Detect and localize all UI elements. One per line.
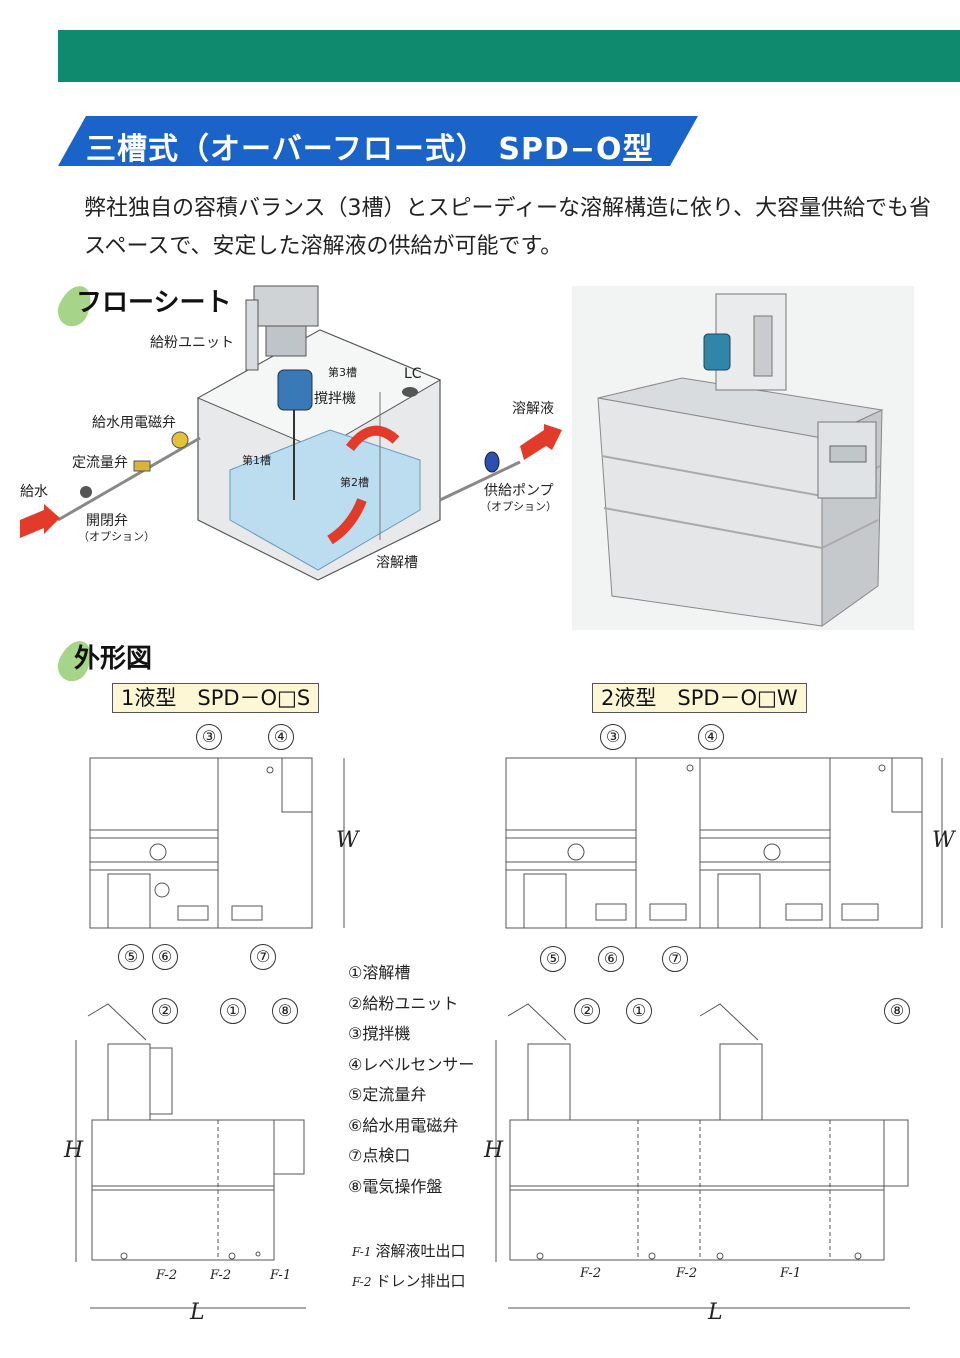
- callout-3: ③: [600, 724, 626, 750]
- label-solution: 溶解液: [512, 401, 554, 417]
- callout-4: ④: [698, 724, 724, 750]
- label-agitator: 撹拌機: [314, 391, 356, 407]
- dim-l-single: L: [190, 1300, 205, 1325]
- label-option2: （オプション）: [480, 500, 557, 513]
- callout-2: ②: [574, 998, 600, 1024]
- dim-w-single: W: [336, 828, 359, 853]
- label-dissolve-tank: 溶解槽: [376, 555, 418, 571]
- callout-5: ⑤: [118, 944, 144, 970]
- label-flow-valve: 定流量弁: [72, 455, 128, 471]
- dim-h-double: H: [484, 1138, 504, 1163]
- callout-2: ②: [152, 998, 178, 1024]
- callout-7: ⑦: [662, 946, 688, 972]
- flow-diagram: [20, 285, 562, 581]
- title-banner: 三槽式（オーバーフロー式） SPD−O型: [58, 116, 698, 167]
- model-box-single: 1液型 SPD－O□S: [112, 683, 320, 713]
- callout-4: ④: [268, 724, 294, 750]
- callout-5: ⑤: [540, 946, 566, 972]
- callout-8: ⑧: [884, 998, 910, 1024]
- parts-legend: ①溶解槽 ②給粉ユニット ③撹拌機 ④レベルセンサー ⑤定流量弁 ⑥給水用電磁弁…: [348, 958, 474, 1202]
- intro-text: 弊社独自の容積バランス（3槽）とスピーディーな溶解構造に依り、大容量供給でも省ス…: [84, 196, 932, 259]
- label-open-valve: 開閉弁: [86, 513, 128, 529]
- page-title: 三槽式（オーバーフロー式） SPD−O型: [86, 132, 654, 167]
- model-box-double: 2液型 SPD－O□W: [592, 683, 807, 713]
- outline-heading: 外形図: [74, 644, 153, 674]
- label-powder-unit: 給粉ユニット: [150, 335, 234, 351]
- product-illustration: [597, 293, 884, 627]
- callout-3: ③: [196, 724, 222, 750]
- dim-h-single: H: [64, 1138, 84, 1163]
- f1-label: F-1: [780, 1266, 802, 1281]
- label-water-supply: 給水: [20, 484, 48, 500]
- f2-label: F-2: [210, 1268, 232, 1283]
- callout-6: ⑥: [152, 944, 178, 970]
- legend-item: ②給粉ユニット: [348, 993, 459, 1013]
- product-photo: [572, 286, 914, 630]
- title-banner-shape: [58, 116, 698, 166]
- label-feed-pump: 供給ポンプ: [484, 483, 554, 499]
- label-lc: LC: [404, 366, 422, 382]
- dim-w-double: W: [932, 828, 955, 853]
- outlet-desc: 溶解液吐出口: [375, 1242, 466, 1260]
- legend-item: ⑦点検口: [348, 1146, 411, 1165]
- callout-1: ①: [220, 998, 246, 1024]
- callout-7: ⑦: [250, 944, 276, 970]
- header-bar: [58, 30, 960, 82]
- legend-item: ①溶解槽: [348, 963, 411, 982]
- label-option1: （オプション）: [78, 530, 155, 543]
- f2-label: F-2: [156, 1268, 178, 1283]
- dim-l-double: L: [708, 1300, 723, 1325]
- legend-item: ⑤定流量弁: [348, 1085, 427, 1104]
- legend-item: ⑧電気操作盤: [348, 1176, 443, 1196]
- label-tank3: 第3槽: [328, 366, 357, 379]
- callout-6: ⑥: [598, 946, 624, 972]
- outlet-code: F-2: [352, 1275, 372, 1289]
- legend-item: ④レベルセンサー: [348, 1054, 475, 1074]
- label-tank1: 第1槽: [242, 454, 271, 467]
- callout-1: ①: [626, 998, 652, 1024]
- outlet-desc: ドレン排出口: [375, 1272, 466, 1290]
- callout-8: ⑧: [272, 998, 298, 1024]
- label-solenoid: 給水用電磁弁: [92, 415, 176, 431]
- outlet-code: F-1: [352, 1245, 372, 1259]
- flow-sheet-heading: フローシート: [76, 288, 232, 318]
- f1-label: F-1: [270, 1268, 292, 1283]
- f2-label: F-2: [580, 1266, 602, 1281]
- label-tank2: 第2槽: [340, 476, 369, 489]
- f2-label: F-2: [676, 1266, 698, 1281]
- legend-item: ③撹拌機: [348, 1024, 411, 1043]
- legend-item: ⑥給水用電磁弁: [348, 1115, 459, 1135]
